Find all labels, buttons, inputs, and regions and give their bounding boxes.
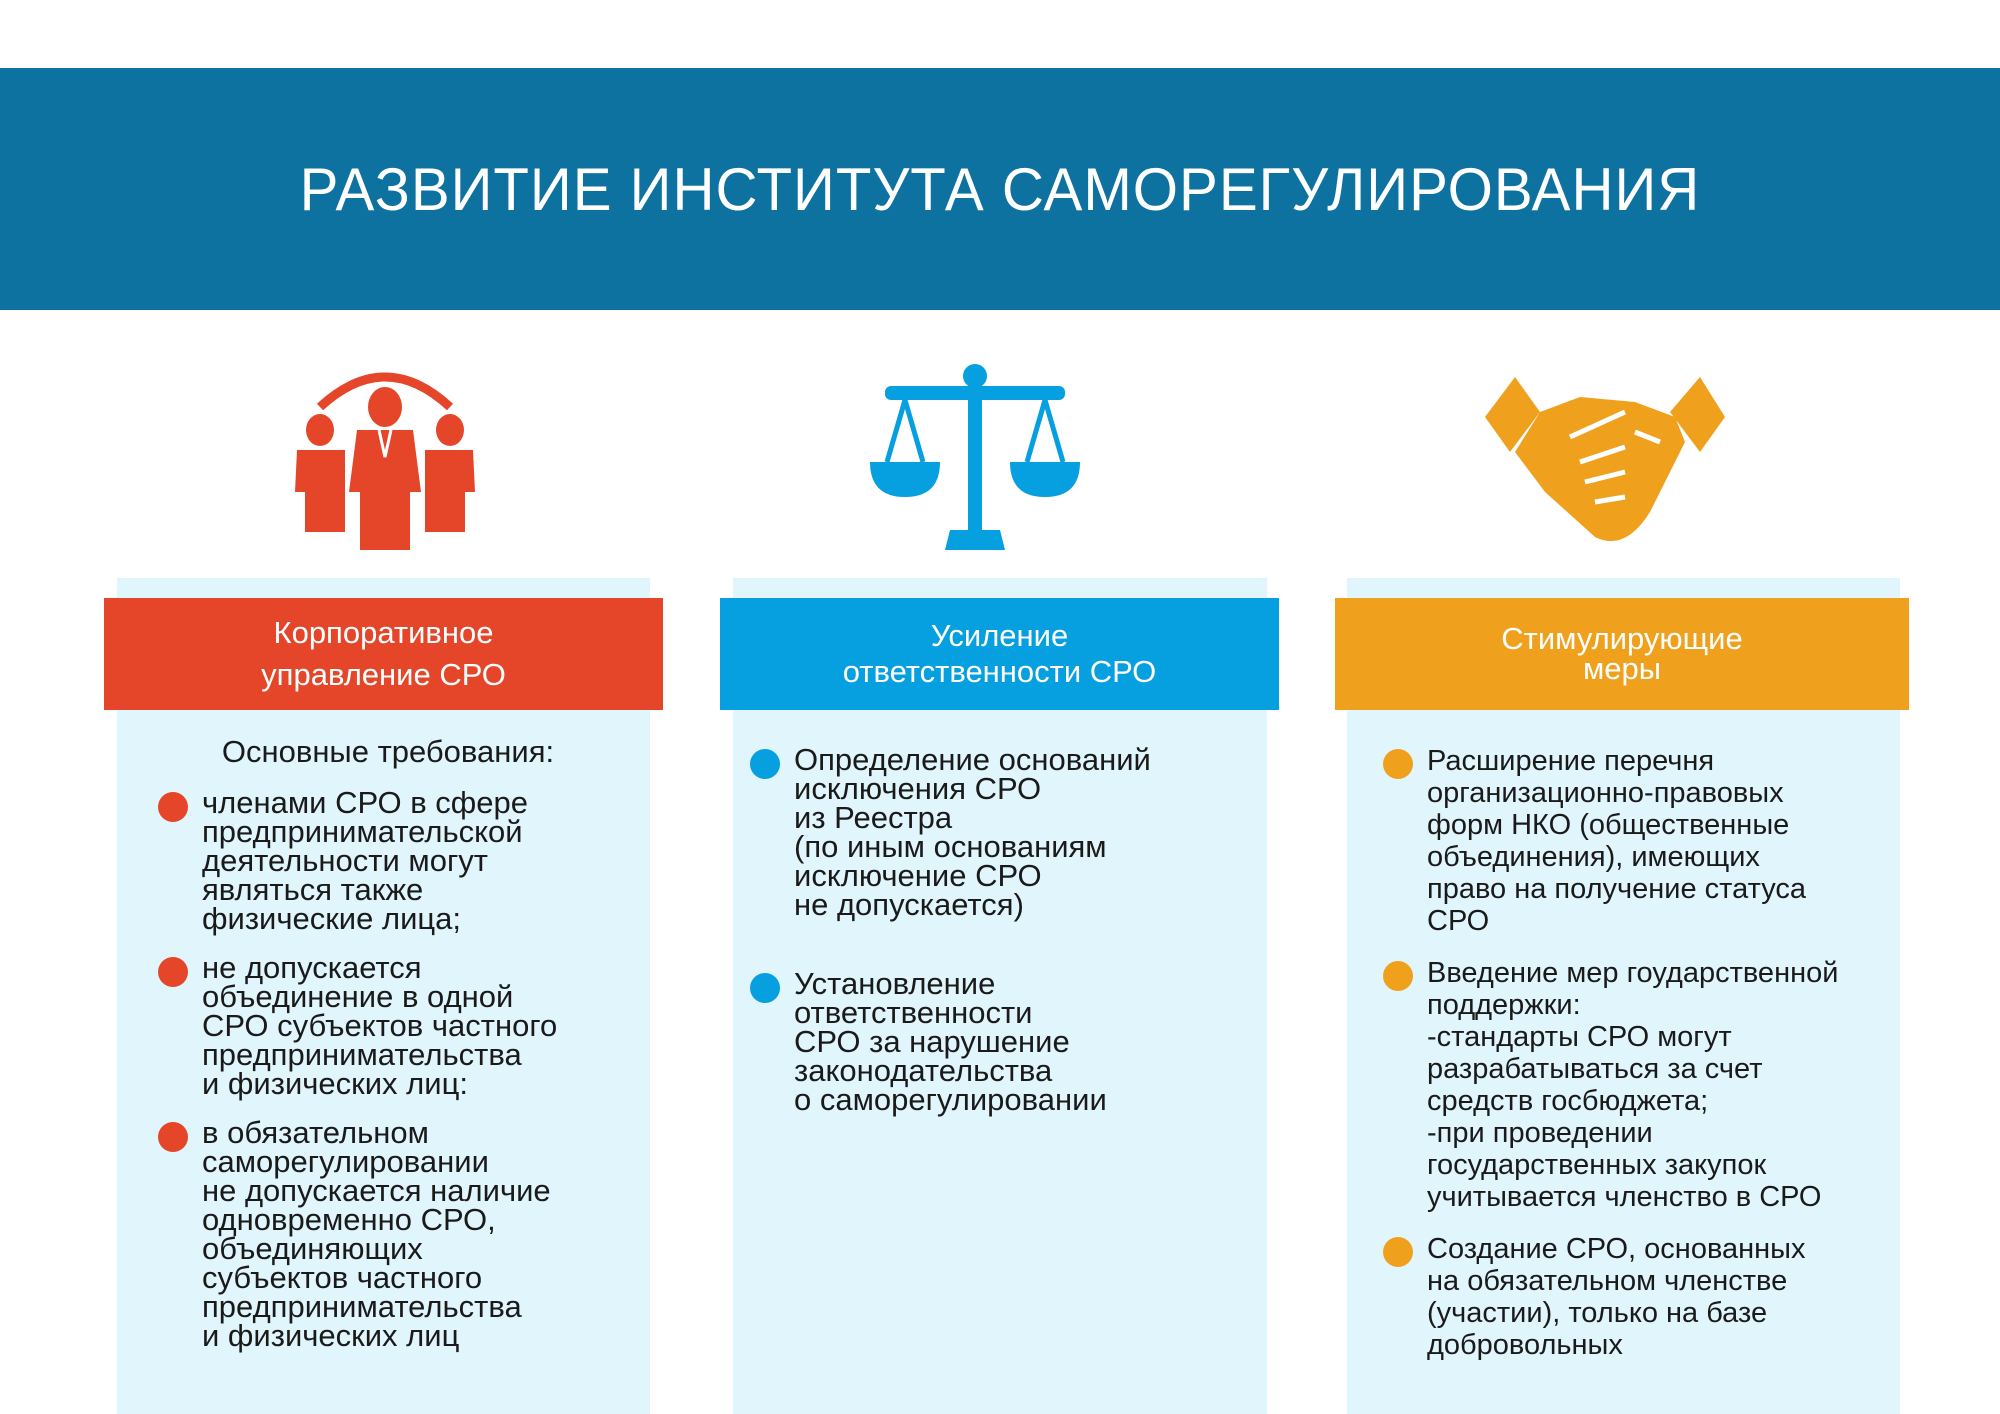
page-title: РАЗВИТИЕ ИНСТИТУТА САМОРЕГУЛИРОВАНИЯ [299, 155, 1701, 223]
item-text: в обязательном саморегулировании не допу… [202, 1115, 551, 1353]
list-item: членами СРО в сфере предпринимательской … [158, 785, 638, 936]
heading-line: меры [1582, 651, 1662, 686]
item-text: членами СРО в сфере предпринимательской … [202, 785, 528, 936]
item-text: Определение оснований исключения СРО из … [794, 742, 1151, 922]
bullet-icon [1383, 961, 1413, 991]
column-heading-incentives: Стимулирующие меры [1335, 598, 1909, 710]
column-panel-corporate [117, 578, 650, 1414]
item-text: Расширение перечня организационно-правов… [1427, 745, 1807, 937]
item-text: Установление ответственности СРО за нару… [794, 966, 1107, 1117]
column-body-incentives: Расширение перечня организационно-правов… [1383, 745, 1903, 1381]
column-heading-corporate: Корпоративное управление СРО [104, 598, 663, 710]
bullet-icon [158, 1122, 188, 1152]
list-item: Создание СРО, основанных на обязательном… [1383, 1233, 1903, 1361]
column-panel-responsibility [733, 578, 1267, 1414]
list-item: Расширение перечня организационно-правов… [1383, 745, 1903, 937]
heading-line: ответственности СРО [842, 654, 1157, 689]
list-item: в обязательном саморегулировании не допу… [158, 1115, 638, 1353]
column-heading-responsibility: Усиление ответственности СРО [720, 598, 1279, 710]
list-item: Определение оснований исключения СРО из … [750, 742, 1260, 922]
column-body-corporate: Основные требования: членами СРО в сфере… [158, 734, 638, 1370]
heading-line: управление СРО [261, 657, 506, 692]
list-item: не допускается объединение в одной СРО с… [158, 950, 638, 1101]
column-panel-incentives [1347, 578, 1900, 1414]
bullet-icon [1383, 749, 1413, 779]
bullet-icon [158, 792, 188, 822]
scales-icon [870, 364, 1080, 550]
item-text: Введение мер гоударственной поддержки: -… [1427, 957, 1839, 1213]
bullet-icon [750, 973, 780, 1003]
bullet-icon [750, 749, 780, 779]
title-banner: РАЗВИТИЕ ИНСТИТУТА САМОРЕГУЛИРОВАНИЯ [0, 68, 2000, 310]
list-item: Установление ответственности СРО за нару… [750, 966, 1260, 1117]
column-body-responsibility: Определение оснований исключения СРО из … [750, 742, 1260, 1134]
list-item: Введение мер гоударственной поддержки: -… [1383, 957, 1903, 1213]
item-text: не допускается объединение в одной СРО с… [202, 950, 558, 1101]
item-text: Создание СРО, основанных на обязательном… [1427, 1233, 1806, 1361]
heading-line: Корпоративное [273, 615, 494, 650]
heading-line: Стимулирующие [1501, 621, 1743, 656]
heading-line: Усиление [930, 618, 1069, 653]
bullet-icon [158, 957, 188, 987]
bullet-icon [1383, 1237, 1413, 1267]
people-icon [295, 372, 475, 550]
lead-text: Основные требования: [221, 734, 555, 769]
handshake-icon [1485, 377, 1725, 542]
